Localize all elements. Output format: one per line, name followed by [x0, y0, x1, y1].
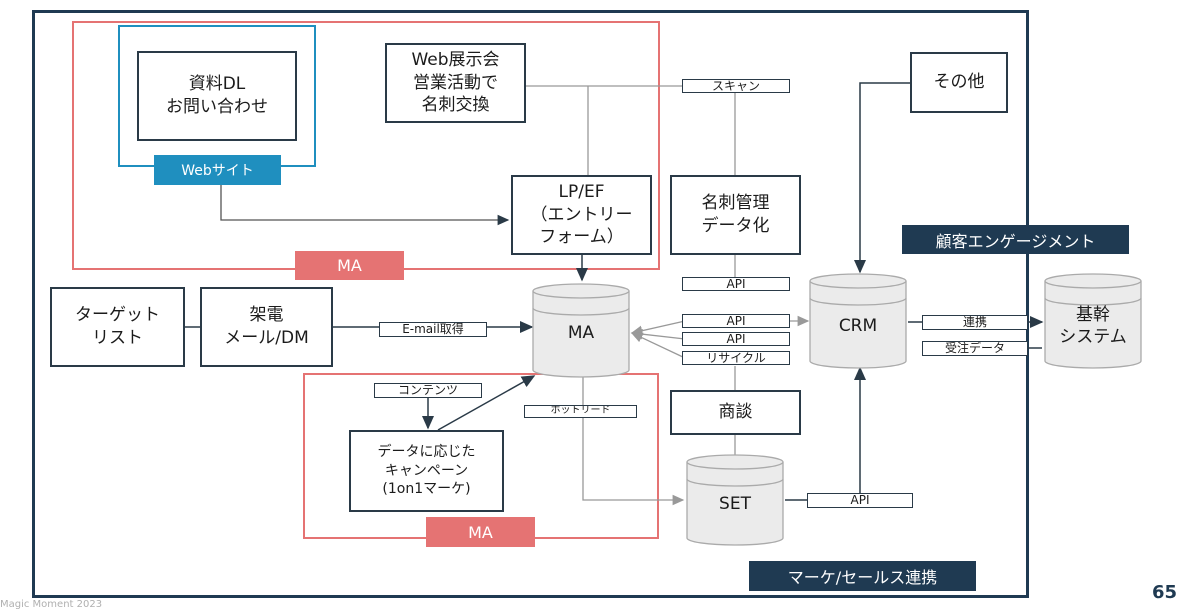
diagram-frame — [32, 10, 1029, 598]
copyright: Magic Moment 2023 — [0, 599, 103, 610]
edge-sonota-crm — [854, 82, 910, 274]
hotlead-label: ホットリード — [524, 405, 637, 418]
scan-label: スキャン — [682, 79, 790, 93]
edge-campaign-ma — [437, 375, 536, 431]
api-label-1: API — [682, 277, 790, 291]
crm-db-label: CRM — [838, 316, 878, 336]
target-list-box: ターゲット リスト — [50, 287, 185, 367]
marketing-sales-tag: マーケ/セールス連携 — [749, 561, 976, 591]
juchu-data-label: 受注データ — [922, 341, 1028, 356]
ma-tag-bottom: MA — [426, 517, 535, 547]
edge-recycle-ma — [630, 332, 686, 359]
website-tag: Webサイト — [154, 155, 281, 185]
kikan-db-label: 基幹 システム — [1059, 305, 1127, 348]
email-label: E-mail取得 — [379, 322, 487, 337]
shiryo-box: 資料DL お問い合わせ — [137, 51, 297, 141]
sonota-box: その他 — [910, 52, 1008, 113]
lp-ef-box: LP/EF （エントリー フォーム） — [511, 175, 652, 255]
edge-api1-ma — [630, 320, 686, 336]
edge-ma-set — [582, 376, 685, 506]
edge-website-lp — [220, 185, 510, 226]
meishi-box: 名刺管理 データ化 — [670, 175, 801, 255]
edge-tenji-scan — [525, 85, 736, 175]
web-tenji-box: Web展示会 営業活動で 名刺交換 — [385, 43, 526, 123]
shodan-box: 商談 — [670, 390, 801, 435]
contents-label: コンテンツ — [374, 383, 482, 398]
engagement-tag: 顧客エンゲージメント — [902, 225, 1129, 254]
set-db-label: SET — [719, 494, 751, 514]
api-set-label: API — [807, 493, 913, 508]
ma-db-label: MA — [567, 323, 595, 343]
api-label-2: API — [682, 314, 790, 328]
ma-tag-top: MA — [295, 251, 404, 280]
renkei-label: 連携 — [922, 315, 1028, 330]
edge-api2-ma — [630, 329, 686, 340]
page-number: 65 — [1152, 582, 1178, 603]
api-label-3: API — [682, 332, 790, 346]
recycle-label: リサイクル — [682, 351, 790, 365]
campaign-box: データに応じた キャンペーン (1on1マーケ) — [349, 430, 504, 512]
kaden-box: 架電 メール/DM — [200, 287, 333, 367]
